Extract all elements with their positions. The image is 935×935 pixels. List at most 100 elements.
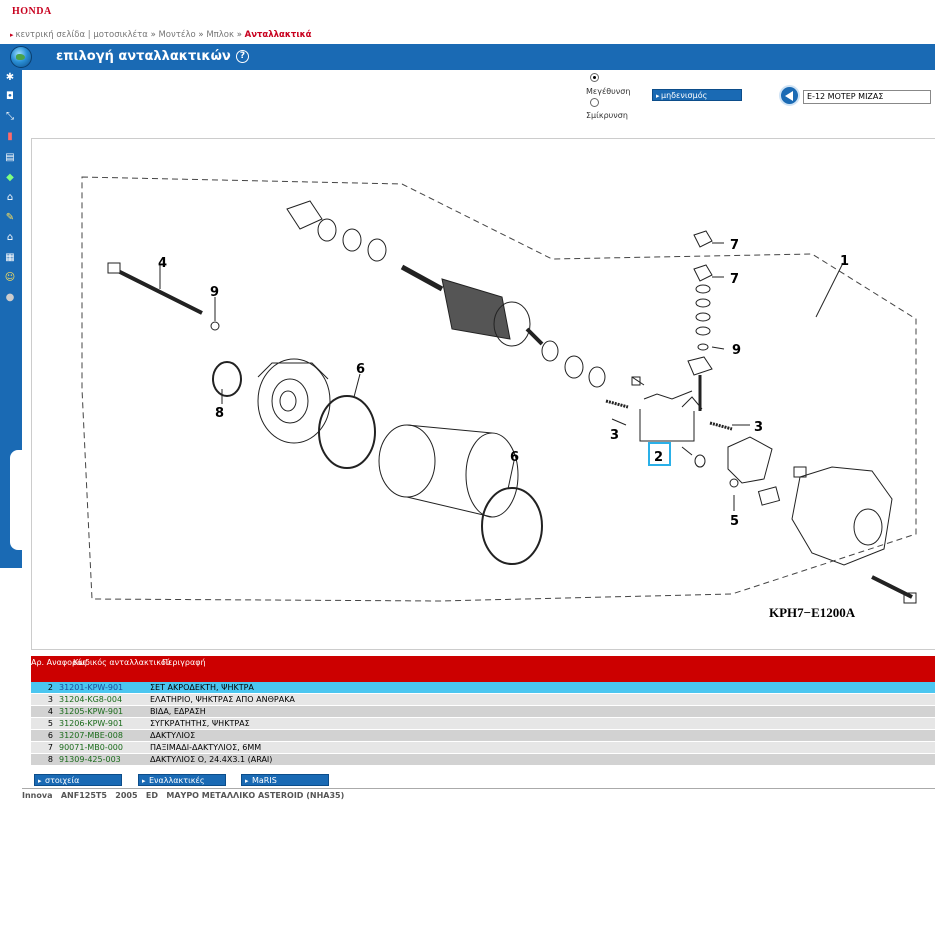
model-year: 2005 — [115, 791, 138, 800]
header-desc: Περιγραφή — [162, 658, 206, 667]
shrink-radio[interactable] — [590, 98, 599, 107]
header-bar: επιλογή ανταλλακτικών ? — [0, 44, 935, 70]
model-color: ΜΑΥΡΟ ΜΕΤΑΛΛΙΚΟ ASTEROID (NHA35) — [166, 791, 345, 800]
divider — [22, 788, 935, 789]
front-cover-part[interactable] — [257, 358, 331, 444]
callout-3[interactable]: 3 — [610, 428, 619, 443]
table-row[interactable]: 7 90071-MB0-000 ΠΑΞΙΜΑΔΙ-ΔΑΚΤΥΛΙΟΣ, 6MM — [31, 742, 935, 754]
callout-1[interactable]: 1 — [840, 254, 849, 269]
palette-icon[interactable]: ◆ — [6, 172, 14, 183]
motor-case-part[interactable] — [378, 424, 519, 518]
row-desc: ΔΑΚΤΥΛΙΟΣ — [150, 731, 196, 740]
brush-terminal-part[interactable] — [631, 376, 703, 410]
callout-4[interactable]: 4 — [158, 256, 167, 271]
row-desc: ΣΕΤ ΑΚΡΟΔΕΚΤΗ, ΨΗΚΤΡΑ — [150, 683, 254, 692]
assembly-select[interactable]: E-12 ΜΟΤΕΡ ΜΙΖΑΣ — [803, 90, 931, 104]
breadcrumb-sep: » — [236, 30, 242, 40]
callout-9[interactable]: 9 — [210, 285, 219, 300]
header-ref: Αρ. Αναφοράς — [31, 658, 88, 667]
cart-icon[interactable]: ⌂ — [6, 192, 14, 203]
row-desc: ΣΥΓΚΡΑΤΗΤΗΣ, ΨΗΚΤΡΑΣ — [150, 719, 250, 728]
callout-5[interactable]: 5 — [730, 514, 739, 529]
row-code[interactable]: 90071-MB0-000 — [59, 743, 123, 752]
reset-button[interactable]: μηδενισμός — [652, 89, 742, 102]
callout-9b[interactable]: 9 — [732, 343, 741, 358]
row-ref: 2 — [47, 683, 53, 692]
honda-logo[interactable]: HONDA — [12, 6, 52, 17]
sidebar-notch — [10, 450, 22, 550]
diagram-svg: 1 2 3 3 4 5 6 6 7 7 8 9 9 KPH7−E1200A — [81, 176, 917, 620]
breadcrumb-model-link[interactable]: Μοντέλο — [158, 30, 196, 40]
enlarge-label: Μεγέθυνση — [586, 87, 631, 96]
row-ref: 8 — [47, 755, 53, 764]
parts-diagram: 1 2 3 3 4 5 6 6 7 7 8 9 9 KPH7−E1200A — [31, 138, 935, 650]
row-ref: 4 — [47, 707, 53, 716]
edit-icon[interactable]: ✎ — [5, 212, 15, 223]
house-icon[interactable]: ⌂ — [6, 232, 14, 243]
row-desc: ΠΑΞΙΜΑΔΙ-ΔΑΚΤΥΛΙΟΣ, 6MM — [150, 743, 262, 752]
callout-7[interactable]: 7 — [730, 238, 739, 253]
callout-2[interactable]: 2 — [654, 450, 663, 465]
page-title: επιλογή ανταλλακτικών — [56, 49, 231, 64]
header-code: Κωδικός ανταλλακτικού — [73, 658, 171, 667]
model-region: ED — [145, 791, 159, 800]
callout-7b[interactable]: 7 — [730, 272, 739, 287]
parts-table: Αρ. Αναφοράς Κωδικός ανταλλακτικού Περιγ… — [31, 656, 935, 766]
model-info: Innova ANF125T5 2005 ED ΜΑΥΡΟ ΜΕΤΑΛΛΙΚΟ … — [22, 791, 344, 800]
row-desc: ΔΑΚΤΥΛΙΟΣ Ο, 24.4X3.1 (ARAI) — [150, 755, 273, 764]
table-header: Αρ. Αναφοράς Κωδικός ανταλλακτικού Περιγ… — [31, 656, 935, 682]
list-icon[interactable]: ▤ — [5, 152, 15, 163]
diagram-code: KPH7−E1200A — [769, 605, 856, 620]
callout-6b[interactable]: 6 — [510, 450, 519, 465]
row-code[interactable]: 31204-KG8-004 — [59, 695, 123, 704]
help-icon[interactable]: ? — [236, 50, 249, 63]
callout-3b[interactable]: 3 — [754, 420, 763, 435]
rear-cover-part[interactable] — [757, 466, 917, 604]
row-ref: 3 — [47, 695, 53, 704]
fuel-icon[interactable]: ▮ — [7, 131, 13, 142]
breadcrumb-block-link[interactable]: Μπλοκ — [206, 30, 235, 40]
maris-button[interactable]: MaRIS — [241, 774, 329, 787]
breadcrumb: ▸κεντρική σελίδα | μοτοσικλέτα » Μοντέλο… — [10, 30, 312, 40]
info-button[interactable]: στοιχεία — [34, 774, 122, 787]
row-code[interactable]: 31201-KPW-901 — [59, 683, 124, 692]
zoom-icon[interactable]: ⤡ — [6, 111, 14, 122]
shrink-label: Σμίκρυνση — [586, 111, 628, 120]
breadcrumb-arrow-icon: ▸ — [10, 31, 14, 39]
bolt-part[interactable] — [107, 262, 203, 315]
print-icon[interactable]: ▦ — [5, 252, 15, 263]
table-row[interactable]: 5 31206-KPW-901 ΣΥΓΚΡΑΤΗΤΗΣ, ΨΗΚΤΡΑΣ — [31, 718, 935, 730]
callout-8[interactable]: 8 — [215, 406, 224, 421]
row-code[interactable]: 31206-KPW-901 — [59, 719, 124, 728]
tools-icon[interactable]: ✱ — [5, 72, 15, 83]
table-row[interactable]: 3 31204-KG8-004 ΕΛΑΤΗΡΙΟ, ΨΗΚΤΡΑΣ ΑΠΟ ΑΝΘΡ… — [31, 694, 935, 706]
brush-holder-part[interactable] — [727, 436, 773, 488]
callout-6[interactable]: 6 — [356, 362, 365, 377]
enlarge-radio[interactable] — [590, 73, 599, 82]
model-code: ANF125T5 — [60, 791, 107, 800]
alternatives-button[interactable]: Εναλλακτικές — [138, 774, 226, 787]
camera-icon[interactable]: ◘ — [6, 91, 14, 102]
back-arrow-icon[interactable] — [779, 85, 800, 106]
row-code[interactable]: 31205-KPW-901 — [59, 707, 124, 716]
row-code[interactable]: 91309-425-003 — [59, 755, 121, 764]
globe-icon[interactable] — [10, 46, 32, 68]
row-ref: 7 — [47, 743, 53, 752]
sidebar: ✱ ◘ ⤡ ▮ ▤ ◆ ⌂ ✎ ⌂ ▦ ☺ ● — [0, 70, 22, 568]
table-row[interactable]: 2 31201-KPW-901 ΣΕΤ ΑΚΡΟΔΕΚΤΗ, ΨΗΚΤΡΑ — [31, 682, 935, 694]
model-name: Innova — [22, 791, 53, 800]
row-desc: ΕΛΑΤΗΡΙΟ, ΨΗΚΤΡΑΣ ΑΠΟ ΑΝΘΡΑΚΑ — [150, 695, 295, 704]
power-icon[interactable]: ● — [5, 292, 15, 303]
breadcrumb-sep: » — [150, 30, 156, 40]
table-row[interactable]: 8 91309-425-003 ΔΑΚΤΥΛΙΟΣ Ο, 24.4X3.1 (ARA… — [31, 754, 935, 766]
armature-part[interactable] — [400, 264, 544, 347]
selected-callout-highlight — [648, 442, 671, 466]
row-ref: 6 — [47, 731, 53, 740]
table-row[interactable]: 6 31207-MBE-008 ΔΑΚΤΥΛΙΟΣ — [31, 730, 935, 742]
breadcrumb-home-link[interactable]: κεντρική σελίδα | μοτοσικλέτα — [15, 30, 148, 40]
smiley-icon[interactable]: ☺ — [4, 272, 16, 283]
breadcrumb-current: Ανταλλακτικά — [244, 30, 312, 40]
row-ref: 5 — [47, 719, 53, 728]
row-code[interactable]: 31207-MBE-008 — [59, 731, 123, 740]
